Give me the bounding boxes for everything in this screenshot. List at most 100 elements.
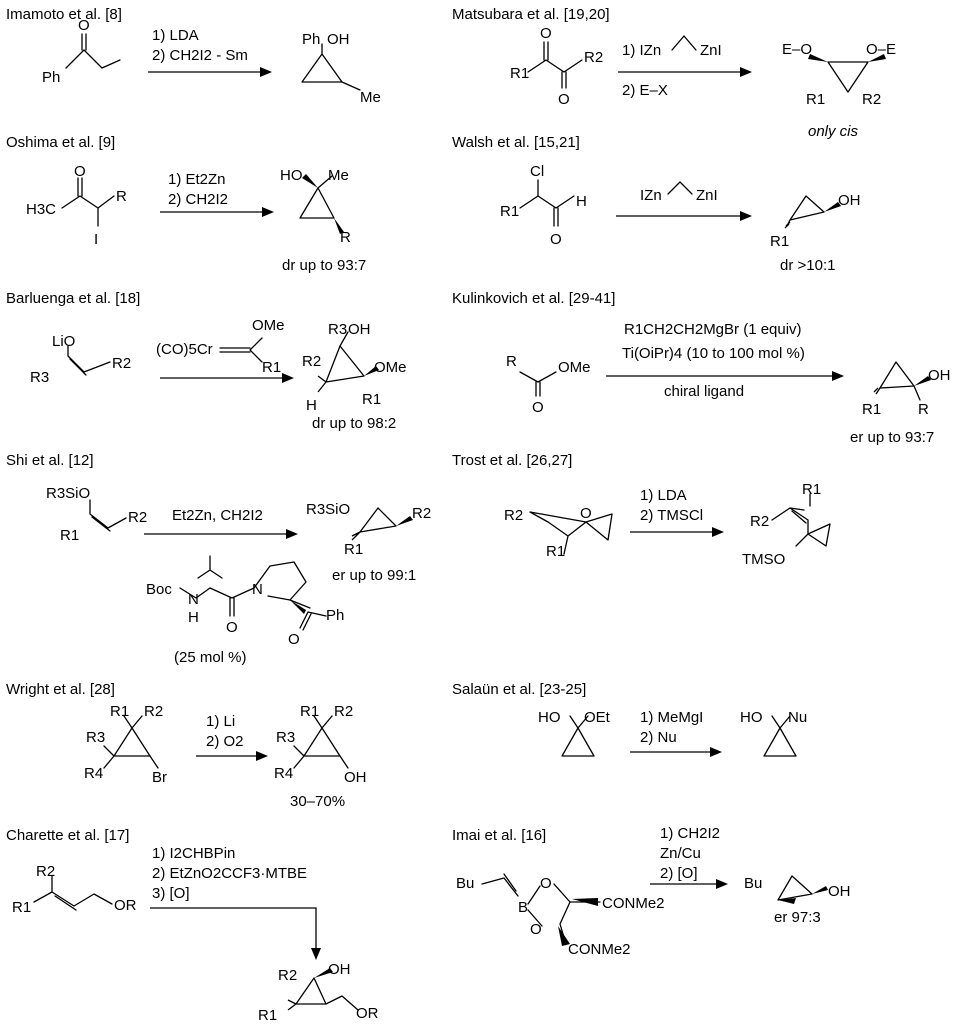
barluenga-heading: Barluenga et al. [18] <box>6 290 140 307</box>
imamoto-condition-1: 1) LDA <box>152 27 199 44</box>
shi-product-r3sio: R3SiO <box>306 501 350 518</box>
imai-start-bu: Bu <box>456 875 474 892</box>
trost-condition-2: 2) TMSCl <box>640 507 703 524</box>
shi-start-r2: R2 <box>128 509 147 526</box>
wright-start-r1: R1 <box>110 703 129 720</box>
oshima-start-r: R <box>116 188 127 205</box>
barluenga-start-lio: LiO <box>52 333 75 350</box>
panel-oshima: Oshima et al. [9] O H3C R I 1) Et2Zn 2) … <box>6 134 366 274</box>
barluenga-start-r2: R2 <box>112 355 131 372</box>
trost-start-o: O <box>580 505 592 522</box>
oshima-condition-1: 1) Et2Zn <box>168 171 226 188</box>
matsubara-product-r1: R1 <box>806 91 825 108</box>
matsubara-condition-ch2-bond <box>671 35 697 51</box>
barluenga-product-r2: R2 <box>302 353 321 370</box>
matsubara-arrow <box>618 67 752 77</box>
charette-product-r1: R1 <box>258 1007 277 1024</box>
walsh-start-cl: Cl <box>530 163 544 180</box>
charette-arrow <box>150 907 321 960</box>
shi-catalyst-nh-n: N <box>188 591 199 608</box>
imamoto-start-o: O <box>78 17 90 34</box>
matsubara-product-molecule: E–O O–E R1 R2 <box>782 41 896 108</box>
matsubara-note: only cis <box>808 123 859 140</box>
panel-imai: Imai et al. [16] Bu B O O CONMe2 CONMe2 … <box>452 825 851 958</box>
shi-catalyst-nh-h: H <box>188 609 199 626</box>
charette-start-or: OR <box>114 897 137 914</box>
trost-product-tmso: TMSO <box>742 551 785 568</box>
panel-walsh: Walsh et al. [15,21] Cl R1 H O IZn ZnI O… <box>452 134 861 274</box>
imai-heading: Imai et al. [16] <box>452 827 546 844</box>
shi-start-molecule: R3SiO R1 R2 <box>46 485 147 544</box>
walsh-start-o: O <box>550 231 562 248</box>
imamoto-heading: Imamoto et al. [8] <box>6 6 122 23</box>
kulinkovich-note: er up to 93:7 <box>850 429 934 446</box>
trost-condition-1: 1) LDA <box>640 487 687 504</box>
imai-note: er 97:3 <box>774 909 821 926</box>
walsh-start-r1: R1 <box>500 203 519 220</box>
oshima-product-r: R <box>340 229 351 246</box>
wright-start-br: Br <box>152 769 167 786</box>
imamoto-product-oh: OH <box>327 31 350 48</box>
walsh-note: dr >10:1 <box>780 257 835 274</box>
barluenga-carbene-bonds <box>219 337 263 363</box>
oshima-product-ho: HO <box>280 167 303 184</box>
barluenga-condition-1: (CO)5Cr <box>156 341 213 358</box>
walsh-product-oh: OH <box>838 192 861 209</box>
shi-condition-1: Et2Zn, CH2I2 <box>172 507 263 524</box>
salaun-arrow <box>630 747 722 757</box>
charette-start-r1: R1 <box>12 899 31 916</box>
matsubara-condition-3: 2) E–X <box>622 82 668 99</box>
oshima-start-molecule: O H3C R I <box>26 163 127 248</box>
panel-trost: Trost et al. [26,27] R2 O R1 1) LDA 2) T… <box>452 452 831 568</box>
walsh-product-r1: R1 <box>770 233 789 250</box>
matsubara-start-o2: O <box>558 91 570 108</box>
panel-shi: Shi et al. [12] R3SiO R1 R2 Et2Zn, CH2I2… <box>6 452 431 666</box>
barluenga-condition-r1: R1 <box>262 359 281 376</box>
oshima-arrow <box>160 207 274 217</box>
salaun-heading: Salaün et al. [23-25] <box>452 681 586 698</box>
shi-start-r1: R1 <box>60 527 79 544</box>
shi-catalyst-ph: Ph <box>326 607 344 624</box>
imai-start-conme2-1: CONMe2 <box>602 895 665 912</box>
matsubara-condition-2: ZnI <box>700 42 722 59</box>
barluenga-product-r3: R3 <box>328 321 347 338</box>
walsh-arrow <box>616 211 752 221</box>
imai-product-molecule: Bu OH <box>744 875 851 904</box>
oshima-product-molecule: HO Me R <box>280 167 351 246</box>
barluenga-product-h: H <box>306 397 317 414</box>
salaun-product-molecule: HO Nu <box>740 709 807 757</box>
kulinkovich-start-molecule: R OMe O <box>506 353 591 416</box>
shi-arrow <box>144 529 298 539</box>
barluenga-start-molecule: LiO R3 R2 <box>30 333 131 386</box>
walsh-heading: Walsh et al. [15,21] <box>452 134 580 151</box>
wright-product-r4: R4 <box>274 765 293 782</box>
wright-product-oh: OH <box>344 769 367 786</box>
walsh-condition-2: ZnI <box>696 187 718 204</box>
matsubara-start-r1: R1 <box>510 65 529 82</box>
wright-product-r2: R2 <box>334 703 353 720</box>
wright-note: 30–70% <box>290 793 345 810</box>
kulinkovich-product-r: R <box>918 401 929 418</box>
wright-product-r1: R1 <box>300 703 319 720</box>
matsubara-product-eo: E–O <box>782 41 812 58</box>
kulinkovich-condition-2: Ti(OiPr)4 (10 to 100 mol %) <box>622 345 805 362</box>
imai-start-o1: O <box>540 875 552 892</box>
barluenga-product-molecule: R3 OH R2 OMe H R1 <box>302 321 407 414</box>
trost-start-r1: R1 <box>546 543 565 560</box>
imai-condition-2: Zn/Cu <box>660 845 701 862</box>
wright-start-r2: R2 <box>144 703 163 720</box>
charette-start-r2: R2 <box>36 863 55 880</box>
wright-start-r3: R3 <box>86 729 105 746</box>
imai-start-molecule: Bu B O O CONMe2 CONMe2 <box>456 873 665 958</box>
shi-catalyst-molecule: Boc N H O N O Ph <box>146 555 344 648</box>
oshima-start-h3c: H3C <box>26 201 56 218</box>
matsubara-start-molecule: O O R1 R2 <box>510 25 603 108</box>
wright-start-molecule: R1 R2 R3 R4 Br <box>84 703 167 786</box>
barluenga-start-r3: R3 <box>30 369 49 386</box>
charette-product-molecule: R2 OH R1 OR <box>258 961 379 1024</box>
salaun-start-ho: HO <box>538 709 561 726</box>
imamoto-condition-2: 2) CH2I2 - Sm <box>152 47 248 64</box>
salaun-product-nu: Nu <box>788 709 807 726</box>
shi-product-r2: R2 <box>412 505 431 522</box>
charette-condition-2: 2) EtZnO2CCF3·MTBE <box>152 865 307 882</box>
